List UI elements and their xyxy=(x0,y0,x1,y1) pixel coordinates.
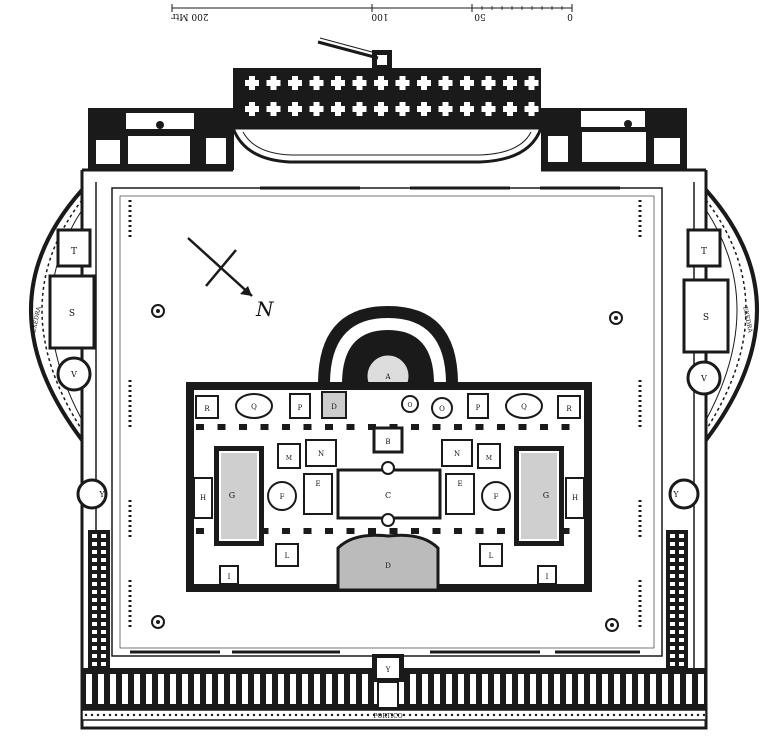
room-label-Q-left: Q xyxy=(251,403,257,411)
room-label-F-left: F xyxy=(280,493,285,501)
room-label-G-left: G xyxy=(229,491,235,500)
top-cistern-block xyxy=(230,37,544,164)
room-label-N-right: N xyxy=(454,450,460,458)
room-label-V-right: V xyxy=(700,374,707,383)
room-label-T-left: T xyxy=(71,247,77,257)
scale-bar: 200 Mtr 100 50 0 xyxy=(171,4,573,21)
north-label: N xyxy=(255,297,275,321)
left-exedra: T S V EXEDRA xyxy=(29,188,96,442)
room-label-E-left: E xyxy=(315,480,320,488)
room-label-H-left: H xyxy=(200,494,206,502)
central-bath-block: A G G C D B E E N N M M F F H xyxy=(186,306,592,592)
room-label-O-right: O xyxy=(408,402,413,409)
room-label-N-left: N xyxy=(318,450,324,458)
room-label-Y-right: Y xyxy=(672,490,679,499)
room-label-I-right: I xyxy=(546,573,549,581)
side-walls xyxy=(88,530,688,670)
scale-label-50: 50 xyxy=(474,11,486,21)
room-label-S-right: S xyxy=(703,313,709,323)
upper-left-block xyxy=(88,108,234,170)
room-label-A: A xyxy=(384,373,391,381)
room-label-I-left: I xyxy=(228,573,231,581)
right-exedra: T S V EXEDRA xyxy=(682,188,759,442)
room-label-Q-right: Q xyxy=(521,403,527,411)
room-label-Y-bottom: Y xyxy=(385,666,391,674)
room-label-R-right: R xyxy=(566,405,572,413)
room-label-M-left: M xyxy=(286,455,292,462)
scale-label-200: 200 Mtr xyxy=(171,11,209,21)
room-label-P-left: P xyxy=(298,404,303,412)
room-label-M-right: M xyxy=(486,455,492,462)
room-label-F-right: F xyxy=(494,493,499,501)
room-label-P-right: P xyxy=(476,404,481,412)
portico-label: PORTICO xyxy=(373,713,402,720)
portico: PORTICO Y xyxy=(81,654,707,721)
room-label-G-right: G xyxy=(543,491,549,500)
room-label-L-left: L xyxy=(285,552,290,560)
upper-right-block xyxy=(541,108,687,170)
scale-label-0: 0 xyxy=(567,11,573,21)
room-label-O-left: O xyxy=(439,405,445,413)
room-label-V-left: V xyxy=(70,370,77,379)
room-label-R-left: R xyxy=(204,405,210,413)
room-label-S-left: S xyxy=(69,309,75,319)
room-label-Y-left: Y xyxy=(98,490,105,499)
room-label-T-right: T xyxy=(701,247,707,257)
side-y-rooms: Y Y xyxy=(76,478,700,510)
room-label-D-small: D xyxy=(331,403,337,411)
room-label-D: D xyxy=(385,562,391,570)
room-label-B: B xyxy=(385,438,390,446)
exedra-label-right: EXEDRA xyxy=(741,306,754,334)
room-label-L-right: L xyxy=(489,552,494,560)
courtyard xyxy=(111,186,663,657)
north-compass: N xyxy=(187,237,275,321)
scale-label-100: 100 xyxy=(371,11,388,21)
room-label-H-right: H xyxy=(572,494,578,502)
room-label-E-right: E xyxy=(457,480,462,488)
room-label-C: C xyxy=(385,491,391,500)
